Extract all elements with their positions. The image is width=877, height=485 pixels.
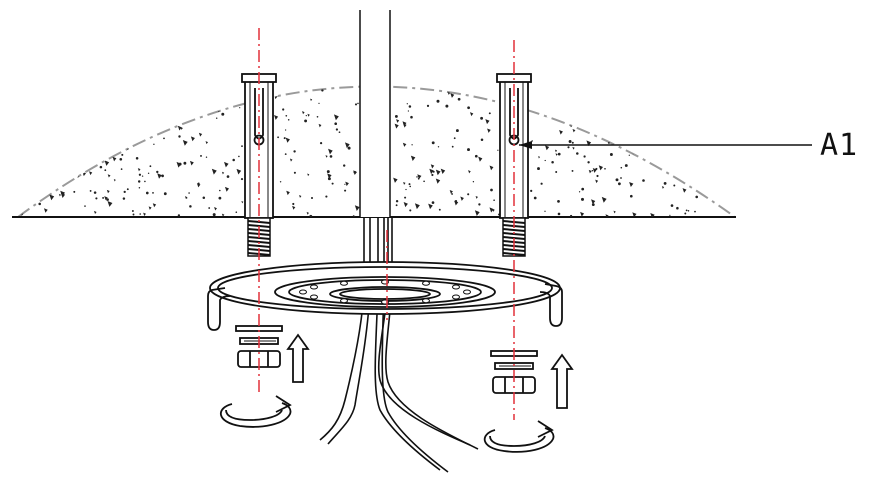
centerlines bbox=[258, 28, 515, 420]
up-arrow-left bbox=[286, 333, 310, 383]
ceiling-section bbox=[12, 10, 736, 218]
up-arrow-right bbox=[550, 353, 574, 409]
cable-bundle bbox=[319, 217, 479, 473]
ring-holes bbox=[299, 279, 471, 305]
rotate-arrow-right bbox=[483, 420, 555, 453]
callout-label-a1: A1 bbox=[820, 128, 859, 163]
cable-channel bbox=[360, 10, 390, 217]
mounting-ring bbox=[207, 261, 563, 331]
callout-leader bbox=[519, 141, 812, 149]
rotate-arrow-left bbox=[220, 395, 292, 428]
